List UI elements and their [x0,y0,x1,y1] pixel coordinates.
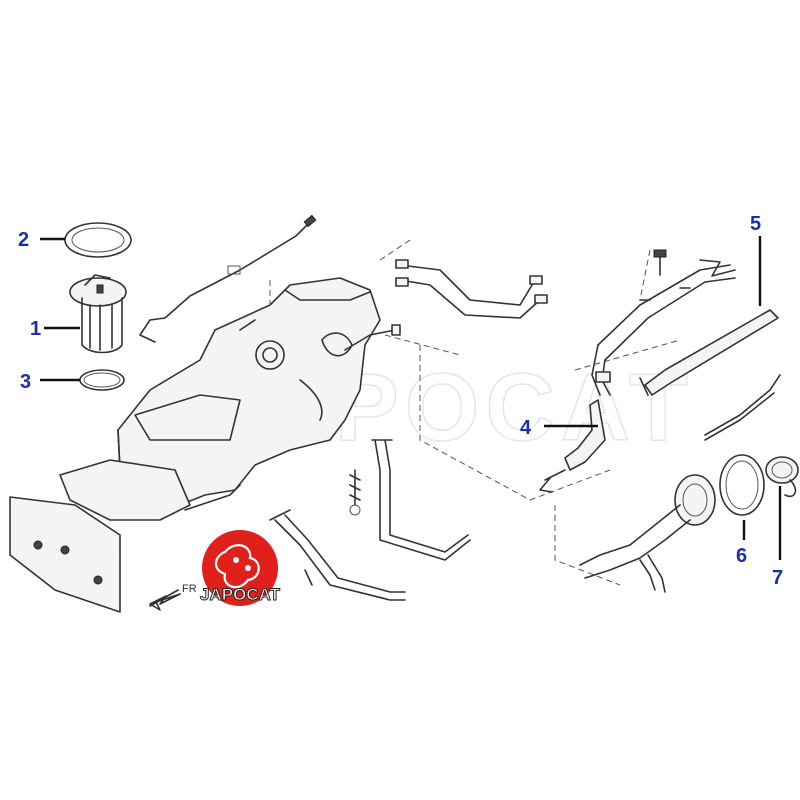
callout-3: 3 [20,371,31,393]
callout-7: 7 [772,567,783,589]
filler-neck-pipe [591,259,736,396]
part-6-filler-ring [719,454,765,516]
fuel-lines [395,259,548,319]
part-5-breather-hose [639,309,779,396]
skid-plate [9,459,241,613]
front-direction-arrow: FR [149,583,197,611]
part-3-gasket [79,369,125,391]
filler-pocket [579,474,716,593]
vent-tube [704,374,781,436]
part-4-filler-hose [539,399,606,493]
callout-2: 2 [18,229,29,251]
callout-6: 6 [736,545,747,567]
japocat-logo: JAPOCAT [200,530,281,606]
part-1-fuel-pump [69,274,127,354]
callout-5: 5 [750,213,761,235]
part-7-fuel-cap [765,456,799,498]
tank-strap-rear [371,439,471,561]
tank-strap-front [269,509,406,601]
fuel-tank [117,277,381,506]
callout-4: 4 [520,417,532,439]
part-2-lock-ring [64,222,132,258]
bolts [304,249,667,586]
logo-text: JAPOCAT [200,585,281,604]
front-arrow-label: FR [182,583,197,595]
callout-1: 1 [30,318,41,340]
wiring-harness [139,214,317,343]
